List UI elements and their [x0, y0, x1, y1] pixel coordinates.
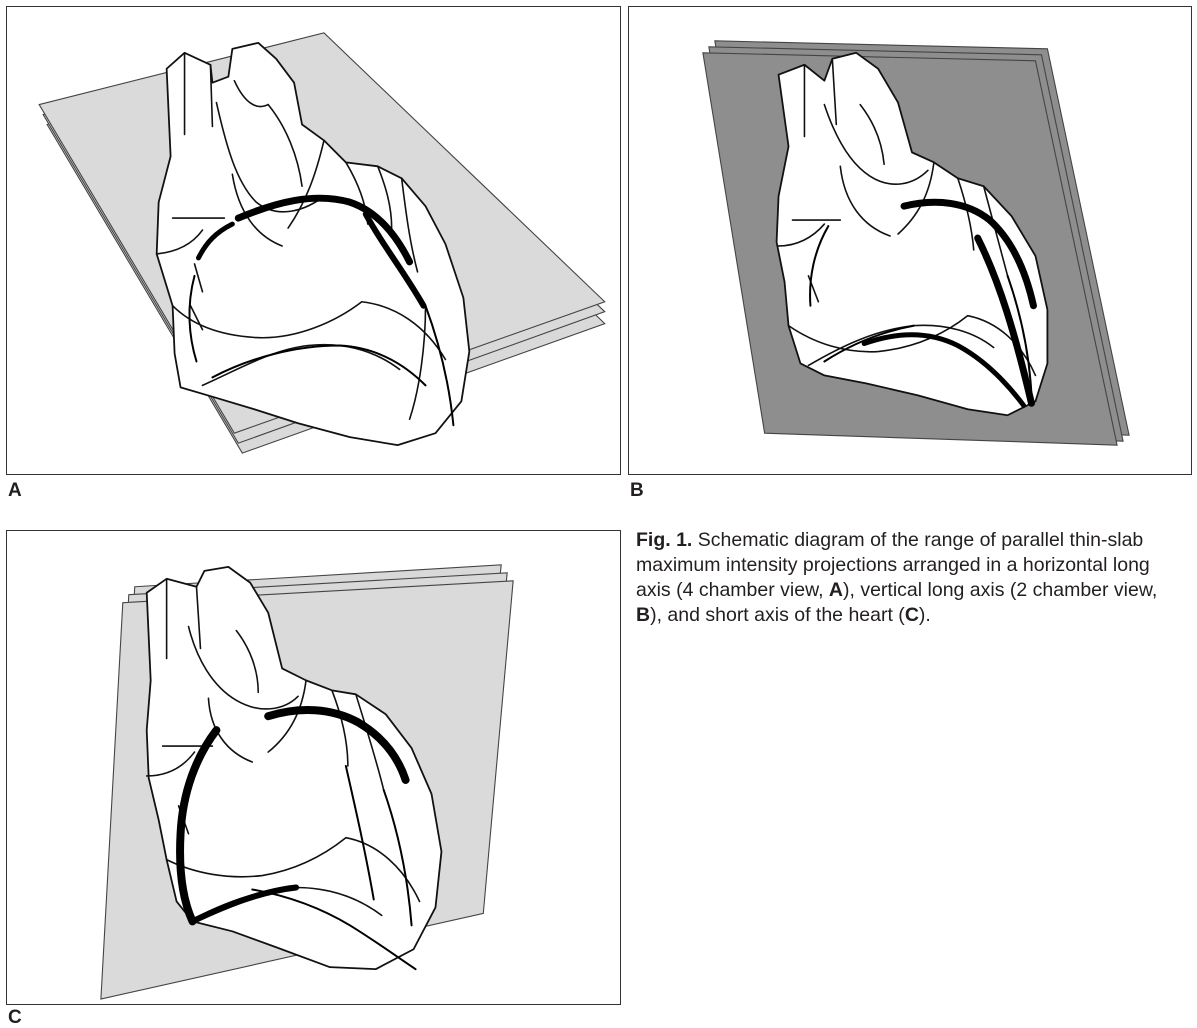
panel-b-illustration: [629, 7, 1191, 474]
figure-label: Fig. 1.: [636, 529, 692, 551]
caption-text-2: ), vertical long axis (2 chamber view,: [843, 579, 1157, 601]
caption-bold-b: B: [636, 604, 650, 626]
panel-c-label: C: [8, 1008, 22, 1027]
caption-bold-c: C: [905, 604, 919, 626]
panel-b-vertical-long-axis: [628, 6, 1192, 475]
panel-c-illustration: [7, 531, 620, 1004]
caption-text-4: ).: [919, 604, 931, 626]
panel-a-illustration: [7, 7, 620, 474]
caption-bold-a: A: [829, 579, 843, 601]
panel-b-label: B: [630, 481, 644, 500]
caption-text-3: ), and short axis of the heart (: [650, 604, 905, 626]
panel-c-short-axis: [6, 530, 621, 1005]
panel-a-horizontal-long-axis: [6, 6, 621, 475]
figure-caption: Fig. 1. Schematic diagram of the range o…: [636, 528, 1184, 628]
panel-a-label: A: [8, 481, 22, 500]
